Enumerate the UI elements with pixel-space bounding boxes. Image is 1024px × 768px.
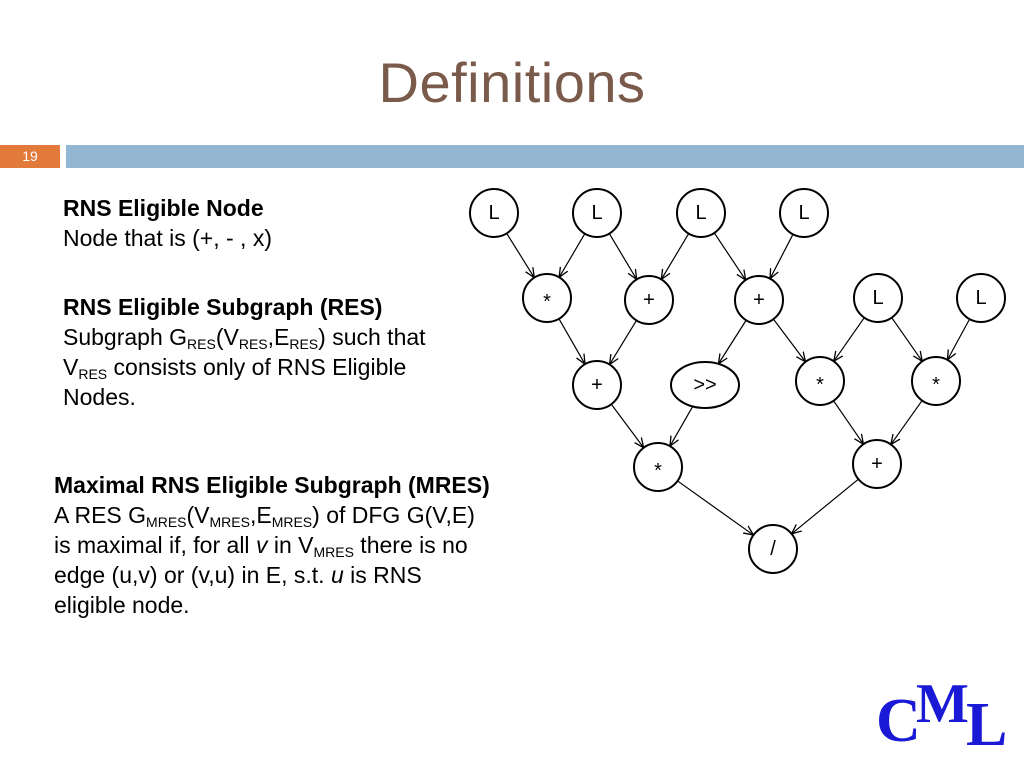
graph-node-add2: + (734, 275, 784, 325)
definition-rns-eligible-node: RNS Eligible Node Node that is (+, - , x… (63, 193, 503, 253)
graph-node-mul2: * (795, 356, 845, 406)
graph-node-label: L (975, 287, 986, 309)
definition-line: eligible node. (54, 592, 190, 618)
graph-node-shape (852, 439, 902, 489)
graph-edge-L5-mul2 (834, 317, 865, 362)
graph-edge-mul1-add3 (558, 318, 585, 364)
graph-node-label: * (932, 374, 940, 396)
graph-node-label: * (543, 291, 551, 313)
definition-line: edge (u,v) or (v,u) in E, s.t. u is RNS (54, 562, 422, 588)
graph-edge-add2-mul2 (772, 318, 805, 362)
accent-bar (0, 145, 60, 168)
definition-line: A RES GMRES(VMRES,EMRES) of DFG G(V,E) (54, 502, 475, 530)
definition-heading: Maximal RNS Eligible Subgraph (MRES) (54, 472, 490, 498)
graph-node-label: * (654, 460, 662, 482)
definition-heading: RNS Eligible Subgraph (RES) (63, 294, 383, 320)
logo-letter: C (876, 687, 921, 755)
graph-edge-L2-add1 (608, 233, 636, 280)
definition-res: RNS Eligible Subgraph (RES) Subgraph GRE… (63, 292, 513, 412)
graph-node-label: * (816, 374, 824, 396)
graph-node-shape (734, 275, 784, 325)
slide-title: Definitions (378, 51, 646, 114)
graph-node-label: L (798, 202, 809, 224)
graph-node-shape (522, 273, 572, 323)
graph-node-label: / (770, 538, 776, 560)
graph-edge-L6-mul3 (947, 318, 971, 360)
graph-edge-mul3-add4 (891, 400, 923, 445)
graph-edge-shr-mul4 (670, 406, 694, 446)
graph-node-L5: L (853, 273, 903, 323)
logo-letter: L (966, 691, 1008, 759)
definition-line: VRES consists only of RNS Eligible (63, 354, 407, 382)
graph-edge-mul4-div (677, 480, 754, 535)
header-bar (66, 145, 1024, 168)
graph-node-shape (956, 273, 1006, 323)
definition-mres: Maximal RNS Eligible Subgraph (MRES) A R… (54, 470, 614, 620)
graph-edge-add4-div (792, 478, 859, 534)
graph-edge-add2-shr (718, 319, 747, 364)
definition-line: Nodes. (63, 384, 136, 410)
definition-line: is maximal if, for all v in VMRES there … (54, 532, 468, 560)
graph-node-shape (795, 356, 845, 406)
graph-node-label: L (591, 202, 602, 224)
graph-node-label: L (695, 202, 706, 224)
graph-node-L3: L (676, 188, 726, 238)
graph-node-div: / (748, 524, 798, 574)
graph-edge-add1-add3 (610, 320, 637, 364)
definition-body: Node that is (+, - , x) (63, 225, 272, 251)
cml-logo: C M L (876, 676, 1016, 760)
graph-node-shape (572, 360, 622, 410)
graph-node-shape (670, 361, 740, 409)
graph-edge-L1-mul1 (506, 233, 535, 277)
graph-edge-add3-mul4 (610, 403, 643, 447)
graph-node-shape (633, 442, 683, 492)
graph-node-shape (572, 188, 622, 238)
graph-node-label: + (643, 289, 655, 311)
graph-node-label: L (872, 287, 883, 309)
graph-node-L4: L (779, 188, 829, 238)
graph-node-add1: + (624, 275, 674, 325)
graph-edge-L4-add2 (770, 234, 794, 278)
graph-node-shape (748, 524, 798, 574)
graph-edge-L3-add2 (713, 232, 745, 280)
graph-node-L2: L (572, 188, 622, 238)
definition-heading: RNS Eligible Node (63, 195, 264, 221)
graph-node-label: + (871, 453, 883, 475)
graph-node-shr: >> (670, 361, 740, 409)
graph-node-shape (911, 356, 961, 406)
graph-node-add4: + (852, 439, 902, 489)
graph-edge-L5-mul3 (891, 317, 923, 362)
graph-node-mul1: * (522, 273, 572, 323)
graph-node-shape (779, 188, 829, 238)
graph-node-L1: L (469, 188, 519, 238)
graph-node-mul3: * (911, 356, 961, 406)
graph-edge-L3-add1 (661, 233, 690, 280)
graph-node-label: + (591, 374, 603, 396)
graph-edge-L2-mul1 (559, 233, 586, 278)
graph-node-mul4: * (633, 442, 683, 492)
graph-node-L6: L (956, 273, 1006, 323)
slide-number: 19 (22, 148, 38, 164)
definition-line: Subgraph GRES(VRES,ERES) such that (63, 324, 426, 352)
graph-node-shape (624, 275, 674, 325)
graph-node-label: >> (693, 374, 716, 396)
graph-node-shape (853, 273, 903, 323)
graph-node-shape (676, 188, 726, 238)
graph-node-shape (469, 188, 519, 238)
graph-node-label: + (753, 289, 765, 311)
graph-edge-mul2-add4 (833, 400, 864, 444)
graph-node-label: L (488, 202, 499, 224)
graph-node-add3: + (572, 360, 622, 410)
logo-letter: M (916, 673, 969, 735)
